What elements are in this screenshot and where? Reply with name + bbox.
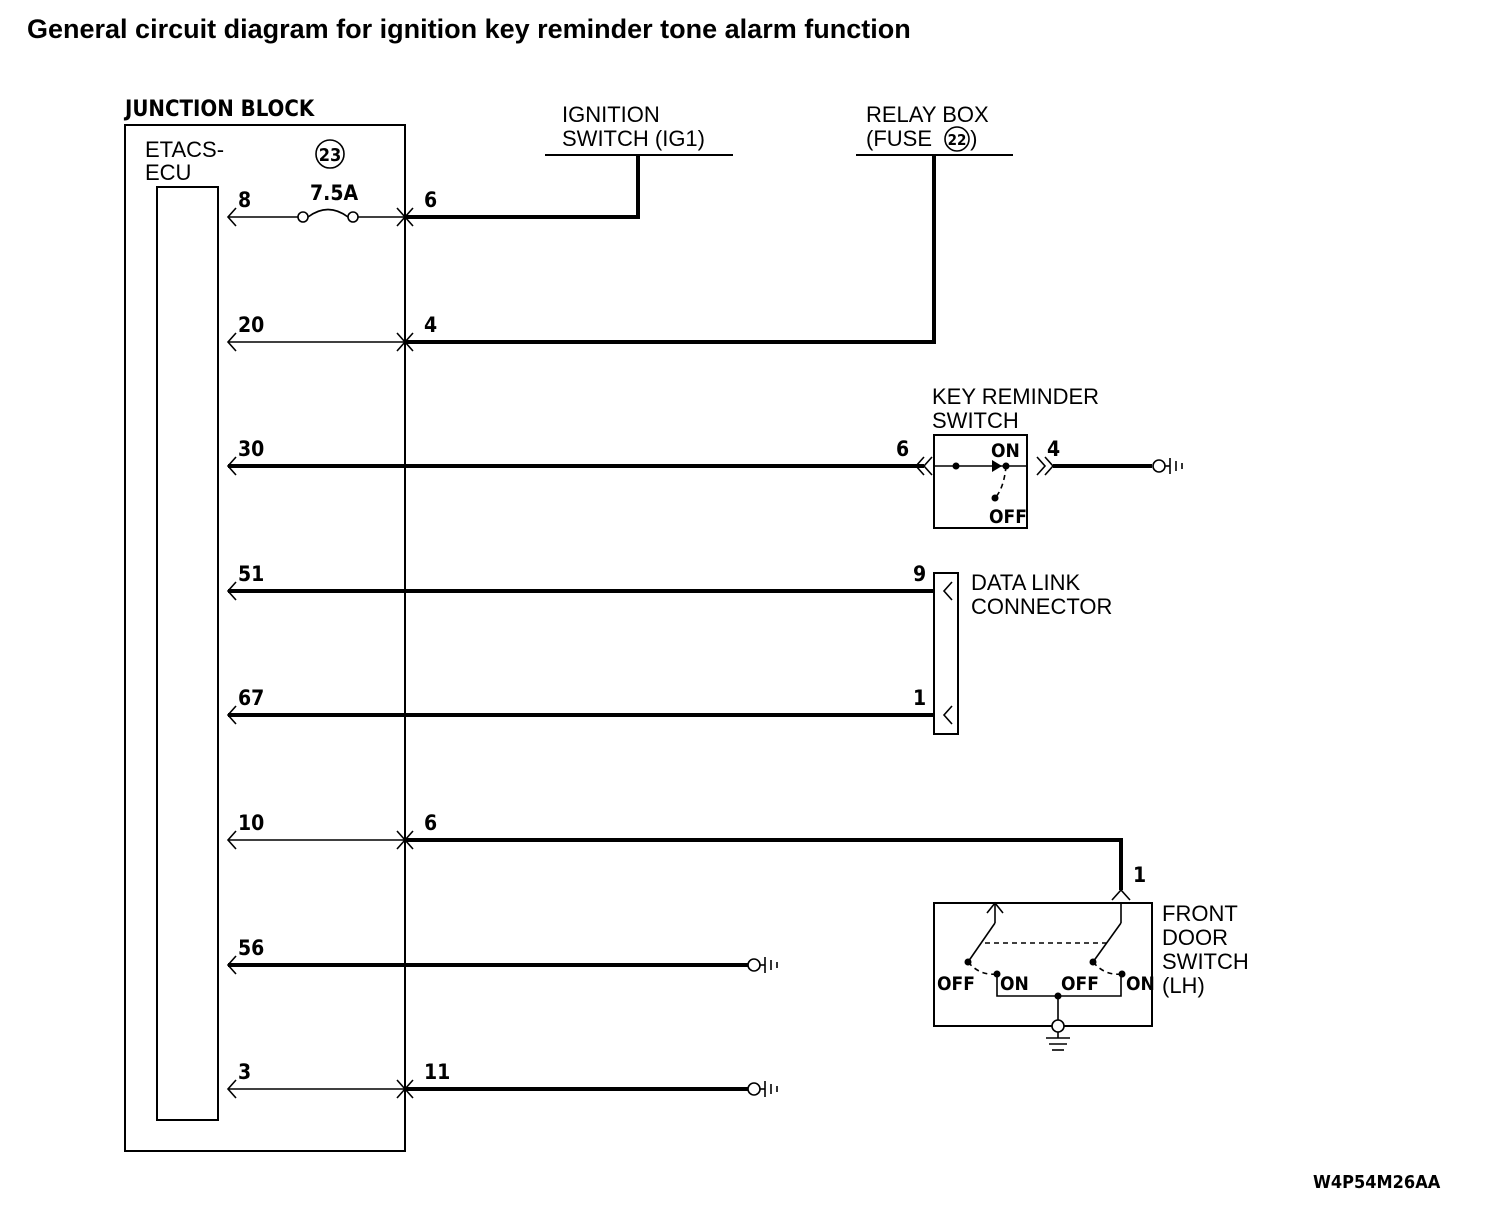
- door-switch-connector: [1111, 888, 1131, 901]
- relay-box-prefix: (FUSE: [866, 126, 938, 151]
- dlc-pin-icon: [942, 581, 953, 601]
- wire-to-relay-box: [405, 155, 936, 344]
- fuse-terminal: [347, 211, 359, 223]
- relay-box-label-line2: (FUSE ): [866, 126, 977, 151]
- switch-arrow-icon: [992, 460, 1002, 472]
- junction-pin-11: 11: [424, 1060, 450, 1084]
- junction-pin-6-door: 6: [424, 811, 437, 835]
- ecu-pin-10: 10: [238, 811, 264, 835]
- fuse-icon: [307, 208, 349, 218]
- fuse-number-circle: [315, 139, 345, 169]
- junction-block: JUNCTION BLOCK ETACS- ECU 23 7.5A: [123, 97, 406, 1152]
- circuit-ignition-feed: 8 6 IGNITION SWITCH (IG1): [226, 102, 733, 227]
- front-door-pin-1: 1: [1133, 863, 1146, 887]
- circuit-ground-56: 56: [226, 936, 778, 975]
- fuse-terminal: [297, 211, 309, 223]
- door-switch-off-label-2: OFF: [1061, 973, 1099, 995]
- diagram-code: W4P54M26AA: [1313, 1172, 1441, 1193]
- ecu-label-line2: ECU: [145, 160, 191, 185]
- ecu-pin-3: 3: [238, 1060, 251, 1084]
- ecu-pin-8: 8: [238, 188, 251, 212]
- door-switch-element-right: OFF ON: [1061, 903, 1155, 995]
- switch-contact: [1118, 970, 1126, 978]
- ground-icon: [1152, 458, 1183, 474]
- ecu-pin-30: 30: [238, 437, 264, 461]
- diagram-title: General circuit diagram for ignition key…: [27, 14, 911, 44]
- wire-to-ignition-switch: [405, 155, 640, 219]
- front-door-switch-box: [933, 902, 1153, 1027]
- relay-fuse-number: 22: [948, 131, 967, 149]
- ecu-label-line1: ETACS-: [145, 137, 224, 162]
- key-reminder-label-line2: SWITCH: [932, 408, 1019, 433]
- dlc-pin-icon: [942, 705, 953, 725]
- key-reminder-pin-4: 4: [1047, 437, 1060, 461]
- circuit-key-reminder: 30 KEY REMINDER SWITCH 6 ON OFF 4: [226, 384, 1183, 529]
- relay-box-label-line1: RELAY BOX: [866, 102, 989, 127]
- circuit-front-door: 10 6 1 FRONT DOOR SWITCH (LH) OFF ON: [226, 811, 1249, 1051]
- front-door-label-line3: SWITCH: [1162, 949, 1249, 974]
- data-link-connector-body: [933, 572, 959, 735]
- door-switch-off-label-1: OFF: [937, 973, 975, 995]
- door-switch-on-label-1: ON: [1000, 973, 1029, 995]
- door-switch-element-left: OFF ON: [937, 901, 1029, 995]
- key-reminder-connector-left: [914, 456, 933, 476]
- dlc-label-line1: DATA LINK: [971, 570, 1081, 595]
- fuse-rating: 7.5A: [310, 181, 358, 205]
- switch-contact: [991, 494, 999, 502]
- circuit-data-link: 51 67 9 1 DATA LINK CONNECTOR: [226, 562, 1112, 735]
- dlc-pin-1: 1: [913, 686, 926, 710]
- ignition-switch-label-line2: SWITCH (IG1): [562, 126, 705, 151]
- switch-travel-dashed: [994, 465, 1007, 499]
- wire-to-front-door-switch: [405, 838, 1123, 890]
- etacs-ecu-body: [156, 186, 219, 1121]
- ground-icon: [747, 957, 778, 973]
- fuse-number: 23: [319, 145, 342, 166]
- junction-block-outline: [124, 124, 406, 1152]
- ignition-switch-label-line1: IGNITION: [562, 102, 660, 127]
- switch-blade: [967, 922, 996, 963]
- chassis-ground-icon: [1046, 1019, 1070, 1051]
- dlc-pin-9: 9: [913, 562, 926, 586]
- ecu-pin-51: 51: [238, 562, 264, 586]
- key-reminder-switch-box: [933, 434, 1028, 529]
- key-reminder-off-label: OFF: [989, 506, 1027, 528]
- junction-pin-6: 6: [424, 188, 437, 212]
- relay-box-suffix: ): [970, 126, 977, 151]
- front-door-label-line1: FRONT: [1162, 901, 1238, 926]
- circuit-ground-3: 3 11: [226, 1060, 778, 1099]
- front-door-label-line4: (LH): [1162, 973, 1205, 998]
- ecu-pin-20: 20: [238, 313, 264, 337]
- dlc-label-line2: CONNECTOR: [971, 594, 1112, 619]
- key-reminder-pin-6: 6: [896, 437, 909, 461]
- relay-fuse-number-circle: [944, 126, 970, 152]
- front-door-label-line2: DOOR: [1162, 925, 1228, 950]
- circuit-relay-box: 20 4 RELAY BOX (FUSE ) 22: [226, 102, 1013, 352]
- ground-icon: [747, 1081, 778, 1097]
- key-reminder-on-label: ON: [991, 440, 1020, 462]
- switch-contact: [952, 462, 960, 470]
- junction-pin-4: 4: [424, 313, 437, 337]
- key-reminder-label-line1: KEY REMINDER: [932, 384, 1099, 409]
- ecu-pin-67: 67: [238, 686, 264, 710]
- junction-block-label: JUNCTION BLOCK: [123, 97, 315, 122]
- ecu-pin-56: 56: [238, 936, 264, 960]
- door-switch-on-label-2: ON: [1126, 973, 1155, 995]
